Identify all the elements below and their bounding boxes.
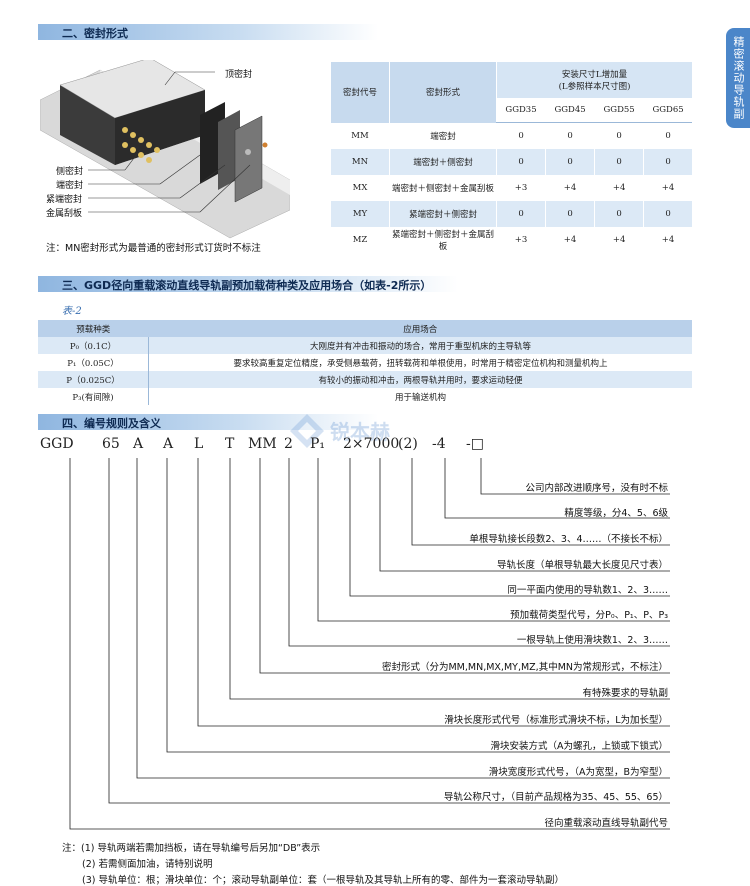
code-token-size: 65 bbox=[102, 436, 120, 452]
watermark-diamond-icon bbox=[290, 414, 324, 448]
code-token-precision: -4 bbox=[432, 436, 446, 452]
desc-width: 滑块宽度形式代号，（A为宽型，B为窄型） bbox=[488, 767, 668, 778]
section3-title: 三、GGD径向重载滚动直线导轨副预加载荷种类及应用场合（如表-2所示） bbox=[62, 279, 432, 292]
seal-form-table: 密封代号 密封形式 安装尺寸L增加量 (L参照样本尺寸图) GGD35 GGD4… bbox=[330, 62, 692, 253]
section3-header-bar bbox=[38, 276, 458, 292]
code-token-series: GGD bbox=[40, 436, 74, 452]
desc-precision: 精度等级，分4、5、6级 bbox=[564, 508, 668, 519]
section2-title: 二、密封形式 bbox=[62, 27, 128, 40]
table-row: P₀（0.1C）大刚度并有冲击和振动的场合，常用于重型机床的主导轨等 bbox=[38, 337, 692, 354]
desc-revision: 公司内部改进顺序号，没有时不标 bbox=[525, 483, 668, 494]
label-metal-scraper: 金属刮板 bbox=[46, 209, 83, 219]
header-model-2: GGD45 bbox=[545, 98, 595, 123]
watermark-text: 锐本赫 bbox=[330, 420, 390, 444]
code-token-mount: A bbox=[163, 436, 174, 452]
label-side-seal: 侧密封 bbox=[56, 167, 84, 177]
code-token-special: T bbox=[225, 436, 235, 452]
code-token-block-count: 2 bbox=[284, 436, 293, 452]
code-token-rail-length: 2×7000 bbox=[343, 436, 400, 452]
seal-assembly-illustration bbox=[40, 60, 290, 239]
label-end-seal: 端密封 bbox=[56, 181, 84, 191]
header-size-increase: 安装尺寸L增加量 (L参照样本尺寸图) bbox=[496, 62, 692, 98]
header-preload-type: 预载种类 bbox=[38, 320, 149, 337]
desc-seal: 密封形式（分为MM,MN,MX,MY,MZ,其中MN为常规形式，不标注） bbox=[381, 662, 668, 673]
footnote-3: (3) 导轨单位：根；滑块单位：个；滚动导轨副单位：套（一根导轨及其导轨上所有的… bbox=[82, 875, 564, 886]
header-seal-code: 密封代号 bbox=[330, 62, 390, 123]
header-application: 应用场合 bbox=[148, 320, 692, 337]
label-tight-end-seal: 紧端密封 bbox=[46, 195, 83, 205]
table-2-label: 表-2 bbox=[62, 306, 82, 317]
desc-rail-count: 同一平面内使用的导轨数1、2、3…… bbox=[507, 585, 668, 596]
section2-header-bar bbox=[38, 24, 378, 40]
desc-segments: 单根导轨接长段数2、3、4……（不接长不标） bbox=[469, 534, 668, 545]
illustration-leader-lines bbox=[88, 71, 251, 213]
side-category-tab: 精密滚动导轨副 bbox=[726, 28, 750, 128]
code-token-seal: MM bbox=[248, 436, 277, 452]
header-model-3: GGD55 bbox=[594, 98, 644, 123]
code-token-width: A bbox=[133, 436, 144, 452]
seal-note: 注：MN密封形式为最普通的密封形式订货时不标注 bbox=[46, 243, 261, 254]
desc-mount: 滑块安装方式（A为螺孔，上锁或下锁式） bbox=[490, 741, 669, 752]
code-token-revision: -□ bbox=[466, 436, 484, 452]
header-model-1: GGD35 bbox=[495, 98, 546, 123]
table-row: P（0.025C）有较小的振动和冲击，两根导轨并用时，要求运动轻便 bbox=[38, 371, 692, 388]
desc-special: 有特殊要求的导轨副 bbox=[582, 688, 668, 699]
preload-table: 预载种类 应用场合 P₀（0.1C）大刚度并有冲击和振动的场合，常用于重型机床的… bbox=[38, 320, 692, 405]
desc-size: 导轨公称尺寸，（目前产品规格为35、45、55、65） bbox=[443, 792, 668, 803]
table-row: P₁（0.05C）要求较高重复定位精度，承受侧悬载荷，扭转载荷和单根使用，时常用… bbox=[38, 354, 692, 371]
header-seal-form: 密封形式 bbox=[389, 62, 497, 123]
footnote-2: (2) 若需侧面加油，请特别说明 bbox=[82, 859, 213, 870]
code-token-segments: (2) bbox=[398, 436, 418, 452]
desc-length-type: 滑块长度形式代号（标准形式滑块不标，L为加长型） bbox=[444, 715, 668, 726]
label-top-seal: 顶密封 bbox=[225, 70, 253, 80]
header-model-4: GGD65 bbox=[643, 98, 692, 123]
desc-preload: 预加载荷类型代号，分P₀、P₁、P、P₃ bbox=[510, 610, 668, 621]
desc-series: 径向重载滚动直线导轨副代号 bbox=[544, 818, 668, 829]
table-row: P₃(有间隙)用于输送机构 bbox=[38, 388, 692, 405]
desc-rail-length: 导轨长度（单根导轨最大长度见尺寸表） bbox=[496, 560, 668, 571]
watermark-logo: 锐本赫 bbox=[290, 412, 440, 452]
footnote-1: 注：(1) 导轨两端若需加挡板，请在导轨编号后另加“DB”表示 bbox=[62, 843, 321, 854]
code-token-length-type: L bbox=[194, 436, 204, 452]
section4-title: 四、编号规则及含义 bbox=[62, 417, 161, 430]
desc-block-count: 一根导轨上使用滑块数1、2、3…… bbox=[516, 635, 668, 646]
code-token-preload: P₁ bbox=[310, 436, 326, 452]
section4-header-bar bbox=[38, 414, 378, 430]
